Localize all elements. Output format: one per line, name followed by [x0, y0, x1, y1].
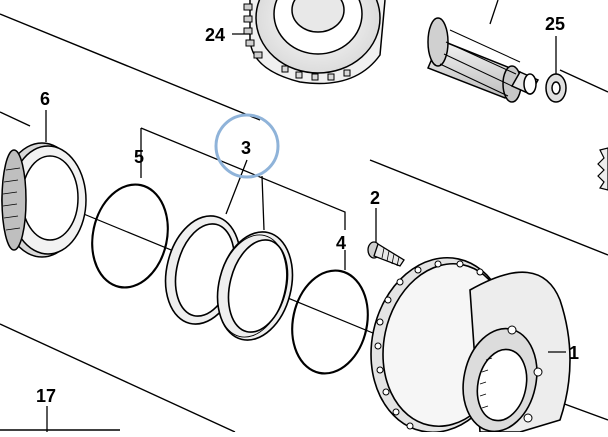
washer-part-25: [545, 73, 567, 103]
roller-bearing-part-6: [1, 142, 87, 258]
edge-gear-teeth: [597, 147, 608, 191]
callout-3-highlight-ring: [214, 113, 280, 179]
leader-lines: [45, 0, 566, 432]
callout-label-4: 4: [336, 233, 346, 253]
o-ring-part-4: [291, 269, 369, 375]
hub-part-1: [370, 256, 571, 434]
gear-drum-part-24: [243, 0, 386, 85]
callout-label-1: 1: [569, 343, 579, 363]
callout-label-3: 3: [241, 138, 251, 158]
callout-label-5: 5: [134, 147, 144, 167]
bolt-part-2: [367, 241, 405, 267]
splined-shaft: [427, 17, 540, 103]
callout-label-2: 2: [370, 188, 380, 208]
callout-label-25: 25: [545, 14, 565, 34]
callout-label-6: 6: [40, 89, 50, 109]
seal-assembly-part-3: [164, 215, 294, 341]
callout-label-17: 17: [36, 386, 56, 406]
callout-label-24: 24: [205, 25, 225, 45]
o-ring-part-5: [91, 183, 169, 289]
